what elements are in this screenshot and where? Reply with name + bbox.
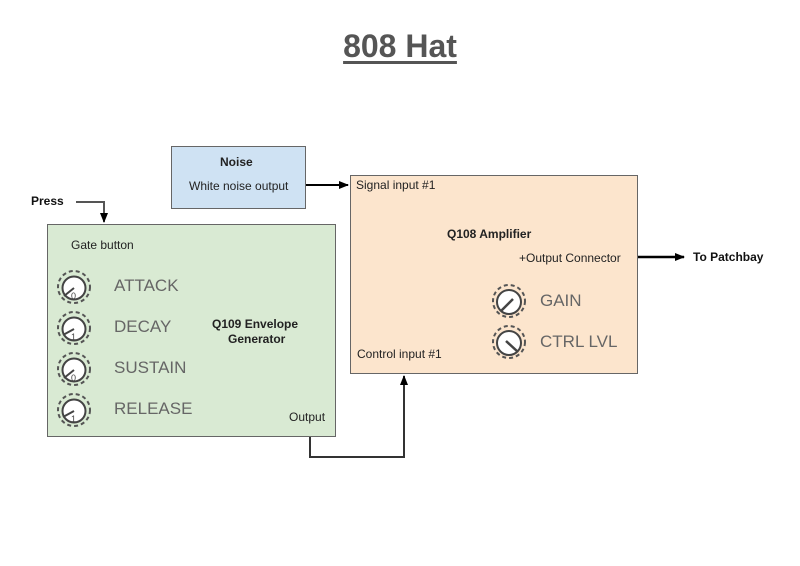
patchbay-label: To Patchbay [693, 250, 764, 264]
ctrl-lvl-knob[interactable] [491, 324, 527, 360]
attack-knob[interactable]: 0 [56, 269, 92, 305]
eg-to-amp-wire [309, 375, 408, 458]
eg-output-label: Output [289, 410, 326, 424]
decay-knob-mark: 1 [71, 332, 76, 342]
attack-label: ATTACK [114, 276, 179, 295]
release-label: RELEASE [114, 399, 193, 418]
decay-label: DECAY [114, 317, 172, 336]
sustain-knob[interactable]: 0 [56, 351, 92, 387]
signal-input-label: Signal input #1 [356, 178, 436, 192]
decay-knob[interactable]: 1 [56, 310, 92, 346]
output-connector-label: +Output Connector [519, 251, 621, 265]
gain-knob[interactable] [491, 283, 527, 319]
gate-button-label[interactable]: Gate button [71, 238, 134, 252]
press-wire [76, 201, 108, 223]
diagram-title: 808 Hat [343, 28, 457, 64]
eg-title-line1: Q109 Envelope [212, 317, 299, 331]
sustain-label: SUSTAIN [114, 358, 187, 377]
ctrl-lvl-label: CTRL LVL [540, 332, 618, 351]
release-knob-mark: 1 [71, 414, 76, 424]
noise-module [171, 146, 306, 209]
press-label: Press [31, 194, 64, 208]
gain-label: GAIN [540, 291, 582, 310]
noise-title: Noise [220, 155, 253, 169]
sustain-knob-mark: 0 [71, 373, 76, 383]
noise-output-label: White noise output [189, 179, 289, 193]
attack-knob-mark: 0 [71, 291, 76, 301]
envelope-generator-module [47, 224, 336, 437]
control-input-label: Control input #1 [357, 347, 442, 361]
eg-title-line2: Generator [228, 332, 286, 346]
release-knob[interactable]: 1 [56, 392, 92, 428]
amp-title: Q108 Amplifier [447, 227, 532, 241]
